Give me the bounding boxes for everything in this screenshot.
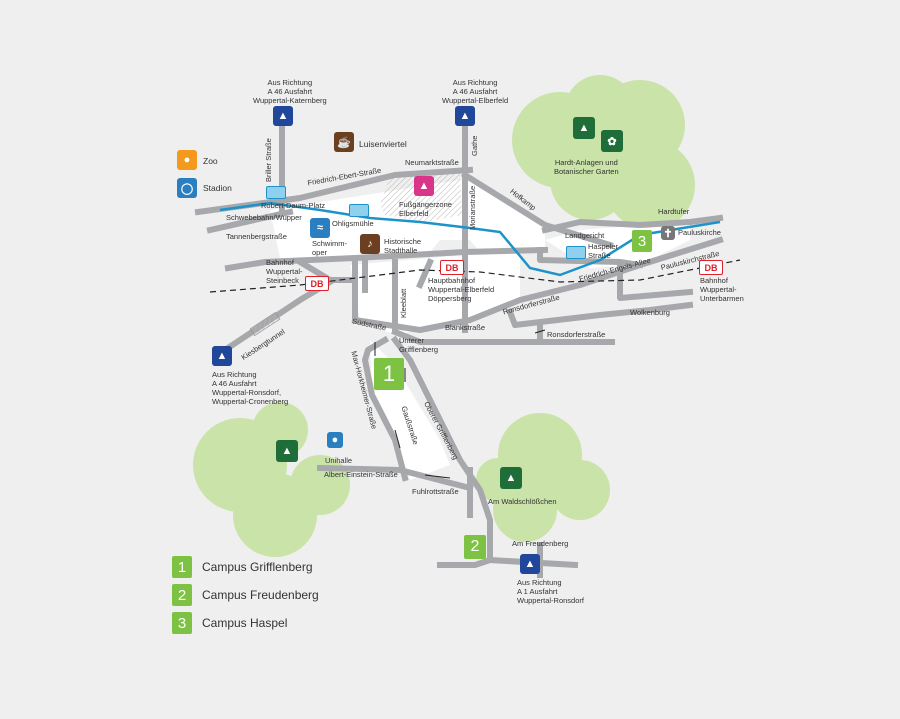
- label-hardtufer: Hardtufer: [658, 207, 690, 216]
- db-hauptbahnhof-icon: DB: [440, 260, 464, 275]
- swimming-icon: ≈: [310, 218, 330, 238]
- legend-item: 3 Campus Haspel: [172, 612, 287, 634]
- sports-icon: ●: [327, 432, 343, 448]
- label-schwimmoper: Schwimm- oper: [312, 239, 347, 257]
- label-haspeler: Haspeler Straße: [588, 242, 619, 260]
- legend-label: Campus Grifflenberg: [202, 560, 313, 574]
- label-aus-elberfeld: Aus Richtung A 46 Ausfahrt Wuppertal-Elb…: [442, 78, 509, 105]
- campus-marker-3: 3: [632, 230, 652, 252]
- shoe-icon: ▲: [414, 176, 434, 196]
- legend-number: 3: [172, 612, 192, 634]
- label-luisenviertel: Luisenviertel: [359, 139, 407, 149]
- legend-number: 1: [172, 556, 192, 578]
- legend-item: 1 Campus Grifflenberg: [172, 556, 313, 578]
- label-schwebebahn: Schwebebahn/Wupper: [226, 213, 302, 222]
- campus-marker-2: 2: [464, 535, 486, 559]
- flower-icon: ✿: [601, 130, 623, 152]
- music-note-icon: ♪: [360, 234, 380, 254]
- label-zoo: Zoo: [203, 156, 218, 166]
- db-unterbarmen-icon: DB: [699, 260, 723, 275]
- schwebebahn-icon: [566, 246, 586, 259]
- label-unterer: Unterer Grifflenberg: [399, 336, 439, 354]
- label-hardt: Hardt-Anlagen und Botanischer Garten: [554, 158, 619, 176]
- label-aus-ronsdorf-cronenberg: Aus Richtung A 46 Ausfahrt Wuppertal-Ron…: [212, 370, 289, 406]
- tree-icon: ▲: [573, 117, 595, 139]
- highway-icon: ▲: [520, 554, 540, 574]
- label-fussgaengerzone: Fußgängerzone Elberfeld: [399, 200, 452, 218]
- label-hauptbahnhof: Hauptbahnhof Wuppertal-Elberfeld Döppers…: [428, 276, 495, 303]
- legend-label: Campus Freudenberg: [202, 588, 319, 602]
- kiesbergtunnel: [249, 311, 281, 337]
- label-morian: Morianstraße: [468, 185, 477, 230]
- tree-icon: ▲: [500, 467, 522, 489]
- legend-label: Campus Haspel: [202, 616, 288, 630]
- label-albert: Albert-Einstein-Straße: [324, 470, 398, 479]
- park-campus1: [193, 402, 350, 557]
- legend-item: 2 Campus Freudenberg: [172, 584, 319, 606]
- park-hardt: [512, 75, 695, 230]
- label-tannenberg: Tannenbergstraße: [226, 232, 287, 241]
- label-fuhlrott: Fuhlrottstraße: [412, 487, 459, 496]
- label-unihalle: Unihalle: [325, 456, 353, 465]
- label-landgericht: Landgericht: [565, 231, 605, 240]
- label-wolkenburg: Wolkenburg: [630, 308, 670, 317]
- schwebebahn-icon: [349, 204, 369, 217]
- legend-number: 2: [172, 584, 192, 606]
- penguin-icon: ●: [177, 150, 197, 170]
- pedestrian-zone: [380, 172, 462, 222]
- label-waldschloesschen: Am Waldschlößchen: [488, 497, 557, 506]
- label-briller: Briller Straße: [264, 138, 273, 182]
- tree-icon: ▲: [276, 440, 298, 462]
- campus-marker-1: 1: [374, 358, 404, 390]
- label-aus-a1: Aus Richtung A 1 Ausfahrt Wuppertal-Rons…: [517, 578, 584, 605]
- schwebebahn-icon: [266, 186, 286, 199]
- label-aus-katernberg: Aus Richtung A 46 Ausfahrt Wuppertal-Kat…: [253, 78, 327, 105]
- label-freudenberg: Am Freudenberg: [512, 539, 569, 548]
- label-pauluskirche: Pauluskirche: [678, 228, 721, 237]
- label-gathe: Gathe: [470, 135, 479, 156]
- highway-icon: ▲: [273, 106, 293, 126]
- label-bahnhof-unterbarmen: Bahnhof Wuppertal- Unterbarmen: [700, 276, 744, 303]
- highway-icon: ▲: [212, 346, 232, 366]
- label-robert-daum: Robert-Daum-Platz: [261, 201, 326, 210]
- church-icon: ✝: [661, 226, 675, 240]
- coffee-icon: ☕: [334, 132, 354, 152]
- stadium-icon: ◯: [177, 178, 197, 198]
- db-steinbeck-icon: DB: [305, 276, 329, 291]
- label-bahnhof-steinbeck: Bahnhof Wuppertal- Steinbeck: [266, 258, 303, 285]
- label-blank: Blankstraße: [445, 323, 486, 332]
- label-stadthalle: Historische Stadthalle: [384, 237, 422, 255]
- park-waldschloesschen: [476, 413, 610, 542]
- label-ohligsmuehle: Ohligsmühle: [332, 219, 374, 228]
- label-stadion: Stadion: [203, 183, 232, 193]
- highway-icon: ▲: [455, 106, 475, 126]
- railway-line: [209, 259, 741, 293]
- label-kleeblatt: Kleeblatt: [399, 288, 408, 318]
- river-wupper: [219, 201, 721, 277]
- label-neumarkt: Neumarktstraße: [405, 158, 459, 167]
- direction-arrows: [374, 329, 546, 479]
- label-ronsdorfer-2: Ronsdorferstraße: [547, 330, 606, 339]
